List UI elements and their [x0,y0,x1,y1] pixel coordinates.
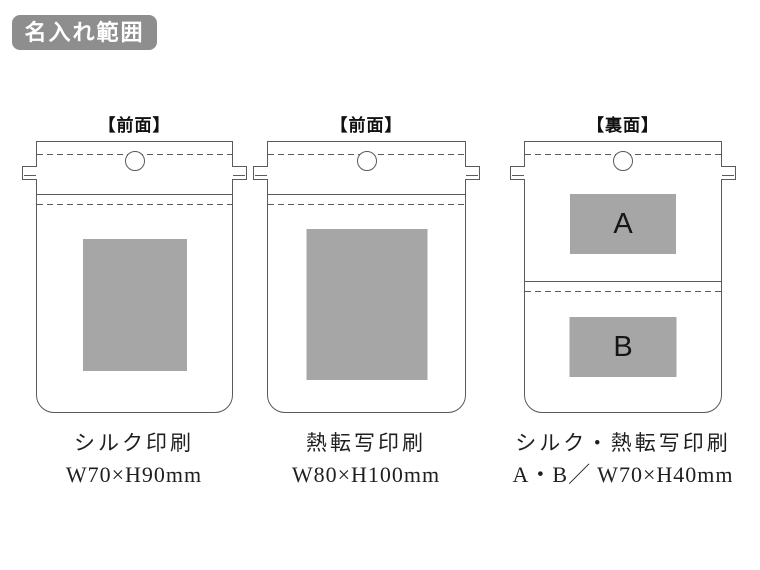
cord-tab-left [22,166,37,180]
caption-method: シルク・熱転写印刷 [515,431,731,455]
stitch-dashed-line-middle [525,291,721,292]
pouch-back-outline: A B [510,141,736,413]
caption-size: A・B／ W70×H40mm [512,462,734,487]
cord-tab-left [510,166,525,180]
cord-line [233,175,245,176]
cord-line [466,175,478,176]
caption-method: 熱転写印刷 [306,431,426,455]
zone-b-label: B [613,330,633,363]
stitch-dashed-line-hem [37,204,232,205]
print-area-zone-b: B [569,317,677,377]
cord-tab-right [465,166,480,180]
grommet-circle [124,151,145,171]
grommet-circle [613,151,633,171]
pouch-front-heat-outline [253,141,480,413]
page-title-badge: 名入れ範囲 [12,15,157,50]
grommet-circle [356,151,377,171]
caption-method: シルク印刷 [74,431,194,455]
cord-tab-left [253,166,268,180]
cord-line [255,175,267,176]
face-label-front-1: 【前面】 [98,116,171,135]
print-area-front-silk [82,239,187,371]
seam-solid-line [268,194,465,195]
caption-size: W80×H100mm [291,462,441,487]
face-label-back: 【裏面】 [587,116,659,135]
print-area-front-heat [306,229,427,380]
stitch-dashed-line-hem [268,204,465,205]
seam-solid-line-middle [525,281,721,282]
caption-heat: 熱転写印刷 W80×H100mm [226,428,506,490]
print-area-zone-a: A [570,194,676,254]
caption-back: シルク・熱転写印刷 A・B／ W70×H40mm [483,428,760,490]
zone-a-label: A [613,207,633,240]
cord-line [722,175,734,176]
cord-line [512,175,524,176]
caption-silk: シルク印刷 W70×H90mm [0,428,274,490]
cord-tab-right [232,166,247,180]
caption-size: W70×H90mm [65,462,203,487]
cord-line [24,175,36,176]
face-label-front-2: 【前面】 [330,116,403,135]
cord-tab-right [721,166,736,180]
pouch-front-silk-outline [22,141,247,413]
seam-solid-line [37,194,232,195]
